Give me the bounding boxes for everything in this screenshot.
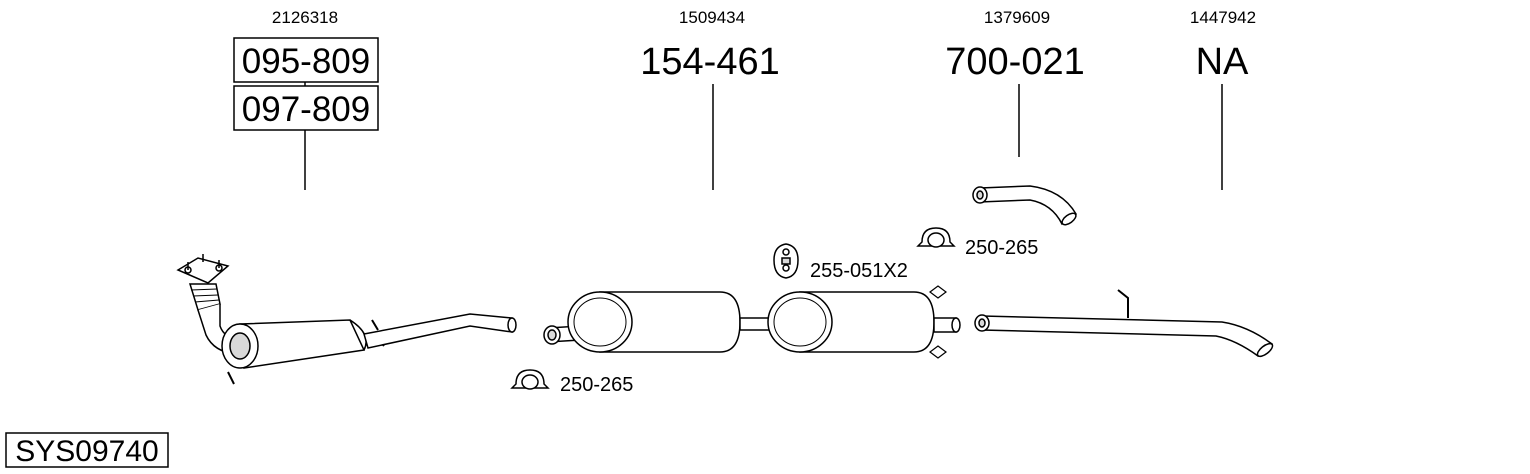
clamp-250-265-upper: 250-265 [916,227,1038,259]
part-code-097-809: 097-809 [242,90,370,129]
tail-pipe-body [981,315,1274,357]
system-code-box [5,432,169,468]
converter-rear-pipe [363,313,513,349]
part-ref-1379609: 1379609 [984,8,1050,27]
clamp-code: 250-265 [560,374,633,396]
part-ref-2126318: 2126318 [272,8,338,27]
part-code-700-021: 700-021 [945,41,1084,83]
tail-pipe-drawing [974,289,1274,358]
clamp-code: 250-265 [965,237,1038,259]
part-code-box-097-809 [233,85,379,131]
part-ref-1447942: 1447942 [1190,8,1256,27]
part-code-na: NA [1196,41,1249,83]
part-code-154-461: 154-461 [640,41,779,83]
part-code-095-809: 095-809 [242,42,370,81]
clamp-code: 255-051X2 [810,260,908,282]
part-ref-1509434: 1509434 [679,8,745,27]
bend-pipe-body [979,185,1077,226]
rear-silencer-drawing [739,285,961,359]
catalytic-converter-drawing [176,254,517,385]
flange-plate [176,257,230,284]
clamp-250-265-lower: 250-265 [510,369,633,396]
bend-pipe-drawing [972,185,1077,226]
system-code: SYS09740 [15,435,158,468]
clamp-255-051x2: 255-051X2 [773,243,908,282]
middle-silencer-drawing [543,291,776,353]
part-code-box-095-809 [233,37,379,83]
